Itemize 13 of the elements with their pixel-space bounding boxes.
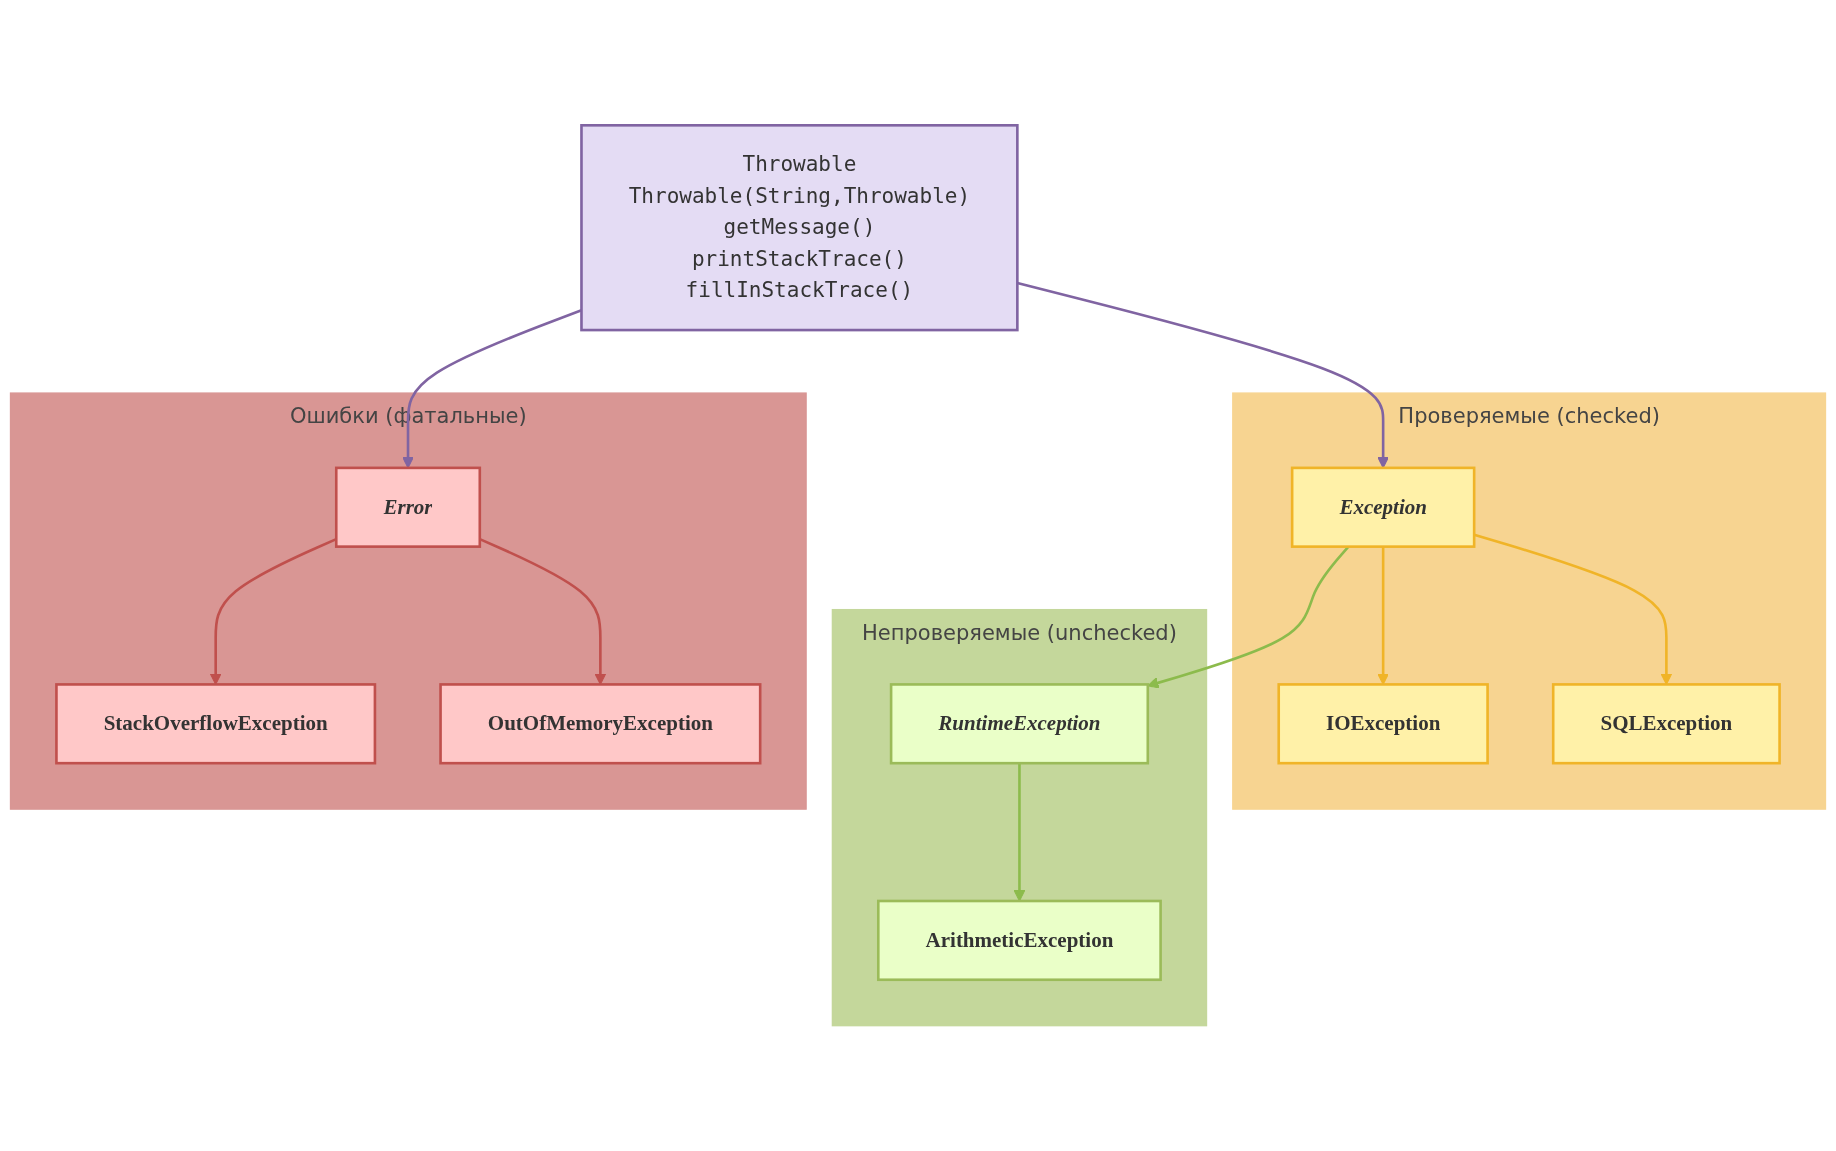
node-box: SQLException [1551, 683, 1781, 765]
node-box: Exception [1290, 466, 1476, 548]
arrow [1013, 763, 1026, 902]
arrow [479, 537, 607, 685]
node-box: ArithmeticException [877, 899, 1162, 982]
node-box: OutOfMemoryException [439, 683, 762, 765]
arrow [1377, 546, 1389, 685]
node-box: IOException [1277, 683, 1489, 765]
node-box: RuntimeException [889, 683, 1150, 765]
arrow [209, 537, 337, 685]
node-box: Throwable Throwable(String,Throwable) getMessage() printStackTrace() fillInStackTrace() [580, 124, 1019, 332]
node-box: Error [334, 466, 482, 548]
node-box: StackOverflowException [55, 683, 377, 765]
